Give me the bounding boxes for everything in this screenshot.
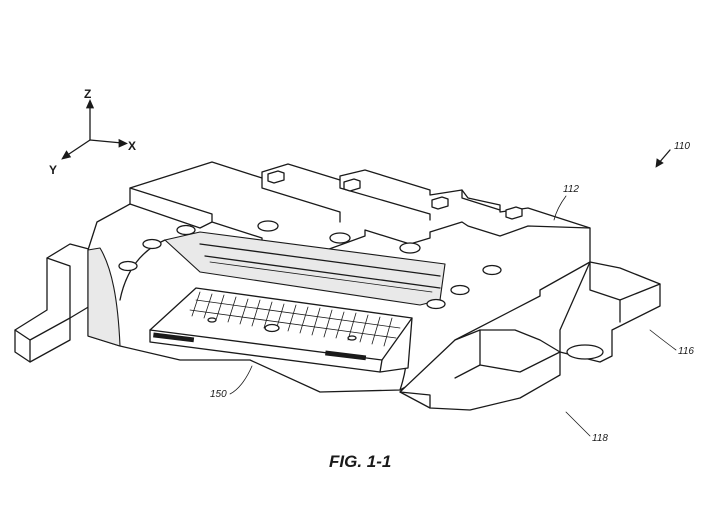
contact-tongue — [149, 287, 413, 373]
left-flange-edge — [46, 257, 71, 319]
pin-lines — [191, 291, 393, 347]
ref-118-leader — [565, 411, 591, 437]
right-flange-hole — [566, 344, 604, 360]
notch-2 — [343, 178, 361, 192]
x-axis-arrow-icon — [118, 138, 128, 148]
pin-cross-lines — [189, 299, 401, 339]
front-right-pocket — [399, 329, 561, 411]
left-side-wall — [87, 247, 121, 347]
tongue-small-hole — [347, 335, 357, 341]
x-axis-label: X — [128, 139, 136, 153]
hole-icon — [399, 242, 421, 254]
contact-pins — [189, 291, 401, 347]
notch-4 — [505, 206, 523, 220]
ref-116-label: 116 — [678, 346, 694, 357]
y-axis-line — [65, 139, 91, 157]
top-plate-front-edge — [129, 203, 591, 257]
connector-assembly — [14, 161, 661, 411]
hole-icon — [176, 224, 196, 236]
mounting-holes — [118, 220, 502, 310]
ref-112-label: 112 — [563, 184, 579, 195]
hole-icon — [118, 260, 138, 272]
ref-118-label: 118 — [592, 433, 608, 444]
hole-icon — [450, 284, 470, 296]
opening-rail-2 — [204, 255, 441, 289]
ref-116-leader — [649, 329, 677, 351]
top-plate-step-3 — [339, 179, 431, 221]
hole-icon — [426, 298, 446, 310]
tongue-corner — [379, 359, 383, 373]
hole-icon — [482, 264, 502, 276]
z-axis-arrow-icon — [85, 99, 95, 109]
tongue-slot-right — [325, 350, 367, 361]
ref-112-leader — [553, 195, 567, 221]
opening-rail-1 — [199, 243, 441, 277]
top-plate-step-2 — [261, 177, 341, 223]
right-mounting-flange — [559, 261, 661, 363]
y-axis-arrow-icon — [61, 150, 72, 160]
y-axis-label: Y — [49, 163, 57, 177]
right-flange-edge — [589, 261, 661, 301]
hole-icon — [257, 220, 279, 232]
ref-110-arrow-icon — [655, 158, 664, 168]
hole-icon — [329, 232, 351, 244]
tongue-center-hole — [264, 323, 280, 333]
left-flange-top-edge — [29, 317, 71, 341]
opening-rail-3 — [209, 261, 433, 293]
hole-icon — [142, 238, 162, 250]
notch-3 — [431, 196, 449, 210]
pocket-floor-edge — [479, 351, 561, 373]
pocket-lip — [399, 391, 431, 409]
top-plate-step-4 — [461, 189, 501, 211]
ref-110-label: 110 — [674, 141, 690, 152]
x-axis-line — [89, 139, 123, 144]
ref-150-leader — [229, 365, 253, 395]
axis-triad: Z X Y — [49, 87, 136, 177]
top-plate-step-1 — [129, 187, 213, 223]
z-axis-label: Z — [84, 87, 91, 101]
tongue-slot-left — [153, 332, 195, 343]
reference-labels: 110 112 116 118 150 — [210, 141, 694, 444]
figure-caption: FIG. 1-1 — [329, 452, 391, 471]
ref-150-label: 150 — [210, 389, 227, 400]
notch-1 — [267, 170, 285, 184]
tongue-small-hole — [207, 317, 217, 323]
